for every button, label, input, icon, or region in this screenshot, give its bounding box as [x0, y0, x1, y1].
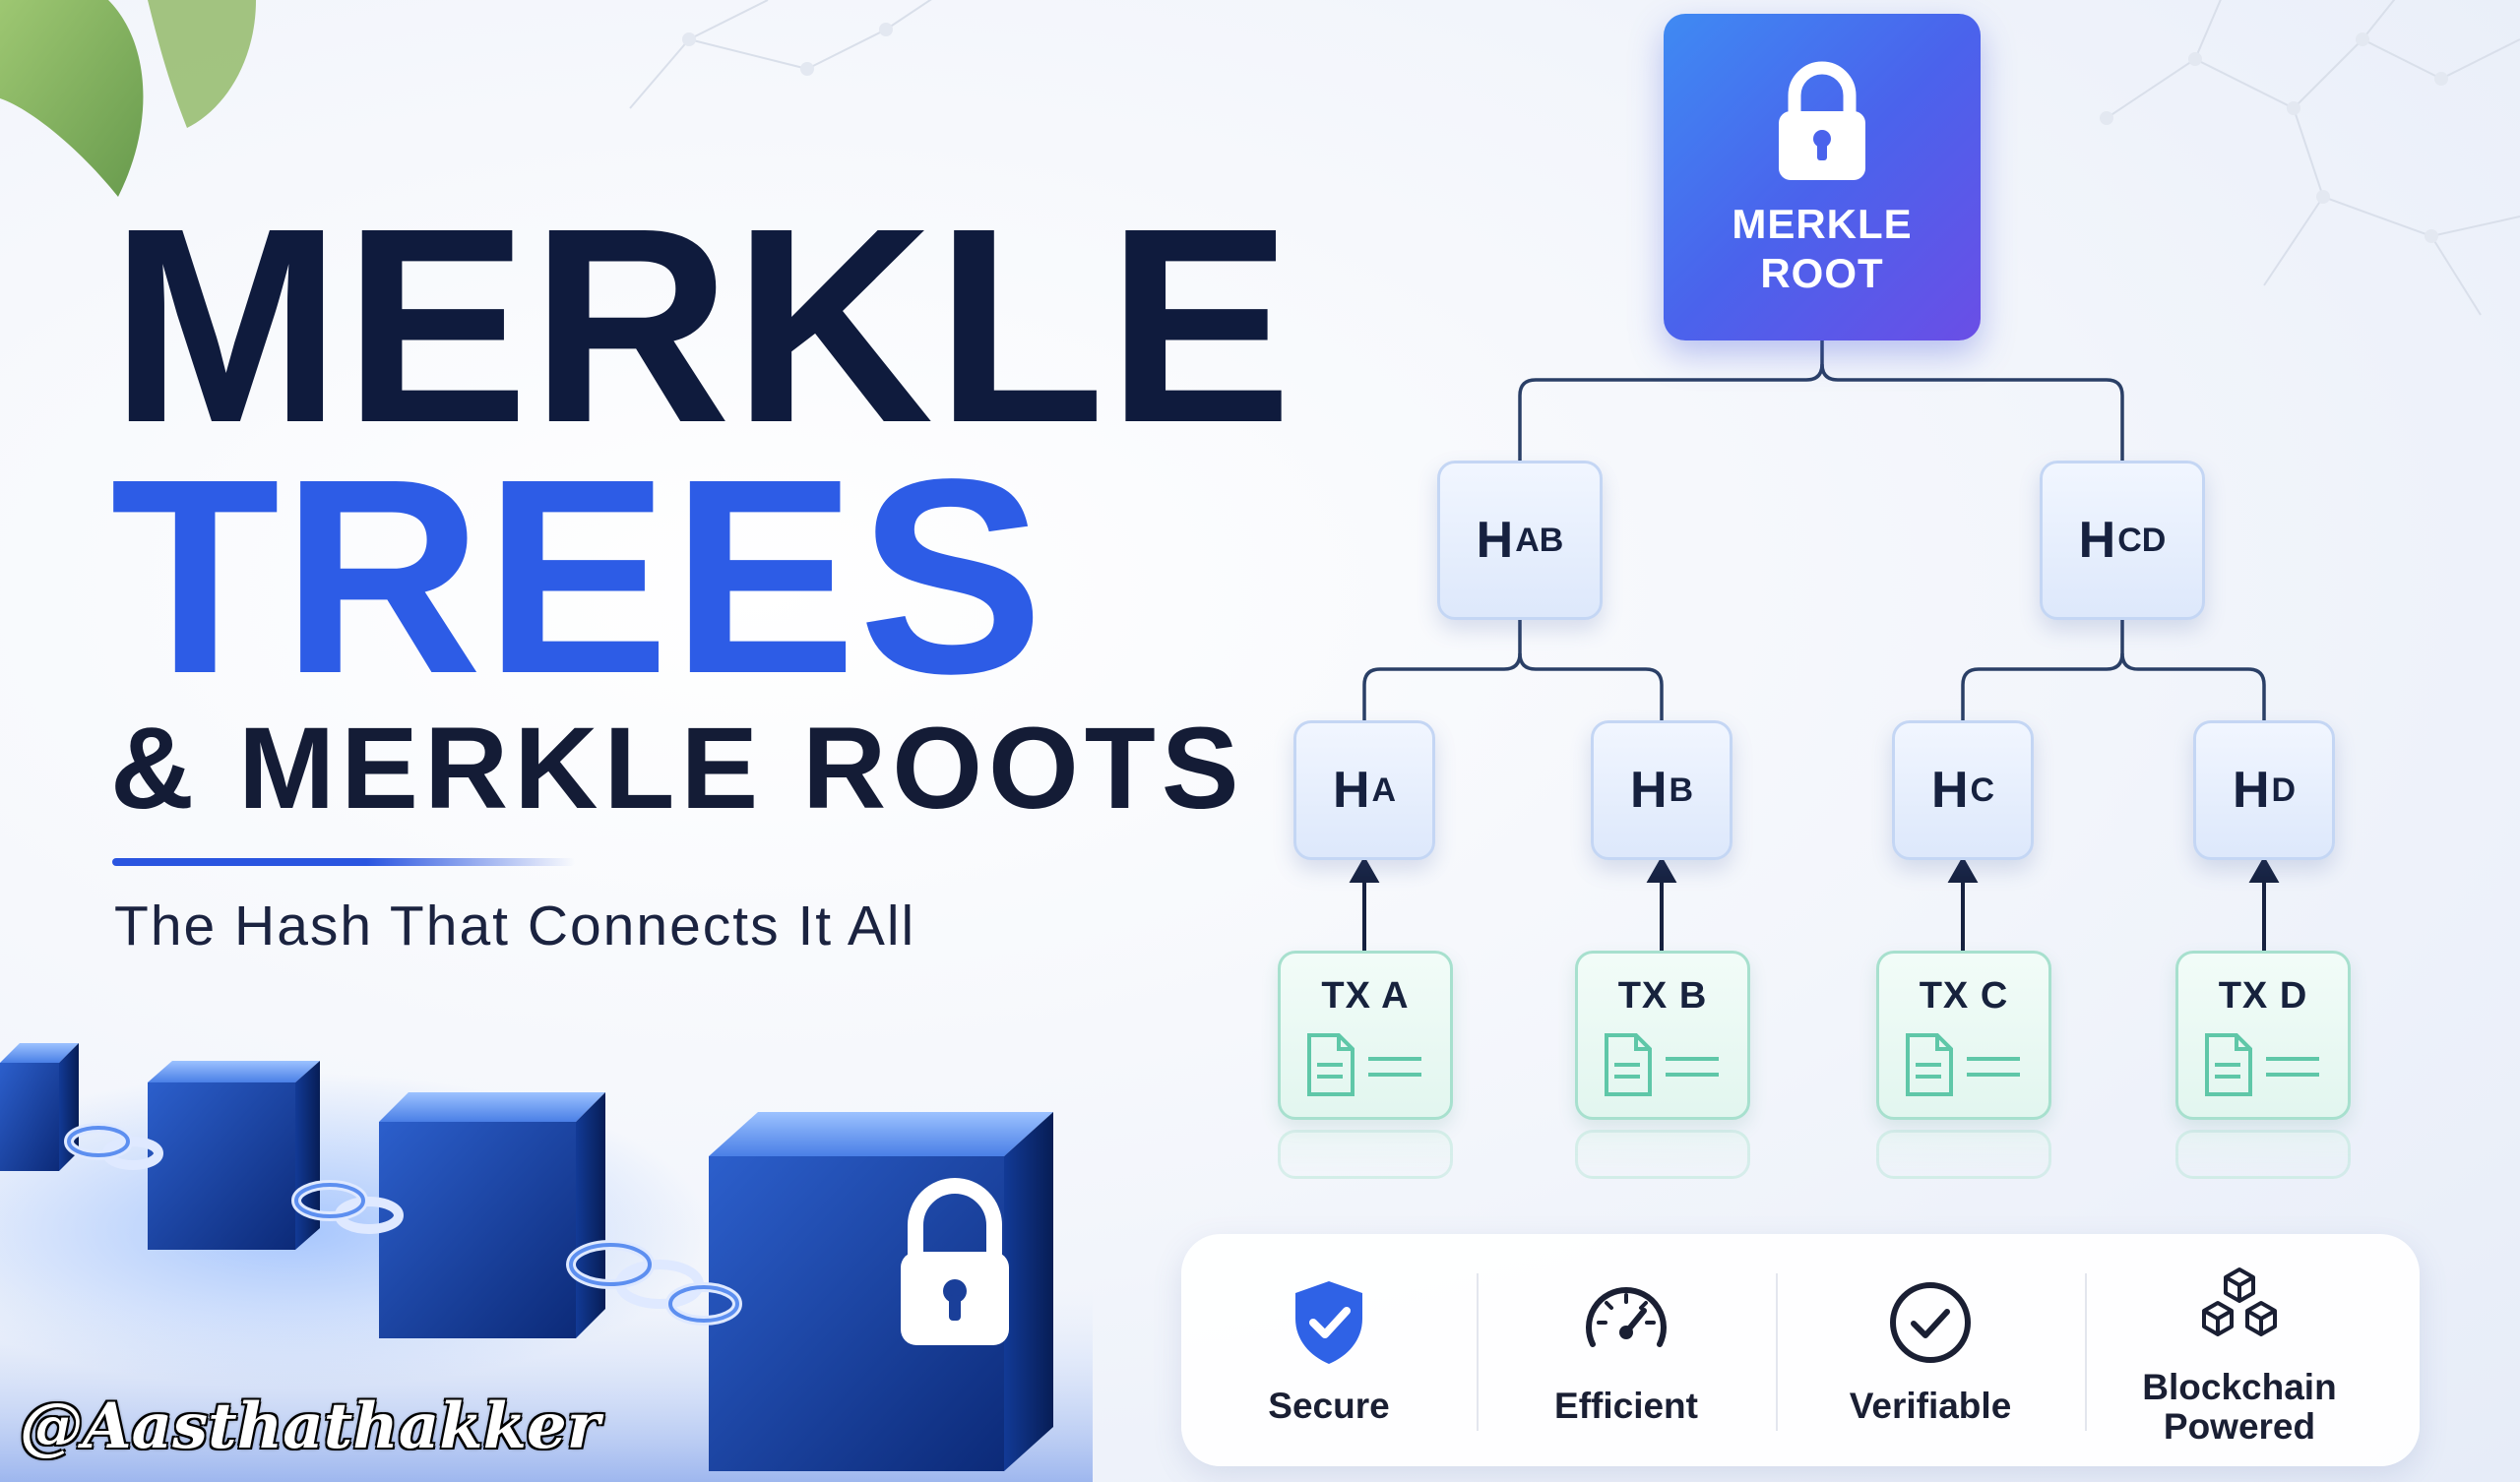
tx-node-c: TX C	[1876, 951, 2051, 1120]
tagline: The Hash That Connects It All	[114, 895, 916, 957]
title-merkle-roots: & MERKLE ROOTS	[110, 704, 1245, 834]
tx-node-b: TX B	[1575, 951, 1750, 1120]
feature-label: Verifiable	[1849, 1386, 2012, 1426]
feature-label: Blockchain Powered	[2087, 1368, 2392, 1447]
tx-label: TX C	[1919, 975, 2009, 1017]
merkle-root-label: MERKLE ROOT	[1732, 200, 1912, 297]
feature-secure: Secure	[1181, 1234, 1477, 1466]
cube-lock-icon	[901, 1178, 1009, 1345]
hash-base: H	[1332, 762, 1370, 819]
feature-divider	[1776, 1273, 1778, 1431]
tx-reflection	[1278, 1130, 1453, 1179]
tx-reflection	[2175, 1130, 2351, 1179]
feature-divider	[1477, 1273, 1479, 1431]
tx-reflection	[1575, 1130, 1750, 1179]
check-circle-icon	[1890, 1282, 1971, 1363]
tx-label: TX D	[2218, 975, 2308, 1017]
blocks-icon	[2202, 1267, 2277, 1336]
lock-icon	[1779, 61, 1865, 181]
feature-verifiable: Verifiable	[1778, 1234, 2083, 1466]
network-lines	[629, 0, 2520, 316]
leaf-decoration	[0, 0, 256, 197]
merkle-root-label-line2: ROOT	[1760, 250, 1884, 296]
hash-sub: C	[1970, 771, 1995, 809]
connector-lines	[1362, 340, 2266, 720]
feature-label: Secure	[1268, 1386, 1390, 1426]
hash-base: H	[2232, 762, 2270, 819]
feature-label: Efficient	[1554, 1386, 1698, 1426]
tx-label: TX A	[1321, 975, 1410, 1017]
feature-blockchain-powered: Blockchain Powered	[2087, 1234, 2392, 1466]
hash-sub: AB	[1515, 521, 1564, 559]
document-icon	[1307, 1033, 1421, 1096]
hash-sub: A	[1371, 771, 1397, 809]
hash-base: H	[1930, 762, 1969, 819]
tx-reflection	[1876, 1130, 2051, 1179]
author-handle: @Aasthathakker	[20, 1389, 600, 1463]
hash-base: H	[2078, 512, 2116, 569]
merkle-root-node: MERKLE ROOT	[1664, 14, 1981, 340]
merkle-root-label-line1: MERKLE	[1732, 201, 1913, 248]
shield-check-icon	[1295, 1281, 1362, 1364]
hash-base: H	[1476, 512, 1514, 569]
document-icon	[2205, 1033, 2319, 1096]
hash-sub: D	[2271, 771, 2297, 809]
document-icon	[1906, 1033, 2020, 1096]
feature-divider	[2085, 1273, 2087, 1431]
speedometer-icon	[1586, 1287, 1667, 1347]
block-cube-4	[709, 1112, 1053, 1471]
feature-label-line1: Blockchain	[2142, 1367, 2337, 1407]
hash-sub: CD	[2117, 521, 2167, 559]
title-merkle: MERKLE	[110, 170, 1294, 480]
document-icon	[1605, 1033, 1719, 1096]
title-trees: TREES	[110, 421, 1046, 731]
feature-efficient: Efficient	[1479, 1234, 1774, 1466]
hash-base: H	[1629, 762, 1668, 819]
block-cube-3	[379, 1092, 605, 1338]
tx-node-d: TX D	[2175, 951, 2351, 1120]
title-underline	[112, 858, 575, 866]
features-bar: Secure Efficient Verifiable	[1181, 1234, 2420, 1466]
tx-label: TX B	[1617, 975, 1708, 1017]
hash-sub: B	[1669, 771, 1694, 809]
tx-arrows	[1349, 855, 2280, 951]
network-nodes	[682, 23, 2448, 243]
chained-blocks-illustration	[0, 1043, 1093, 1482]
feature-label-line2: Powered	[2163, 1405, 2316, 1447]
tx-node-a: TX A	[1278, 951, 1453, 1120]
